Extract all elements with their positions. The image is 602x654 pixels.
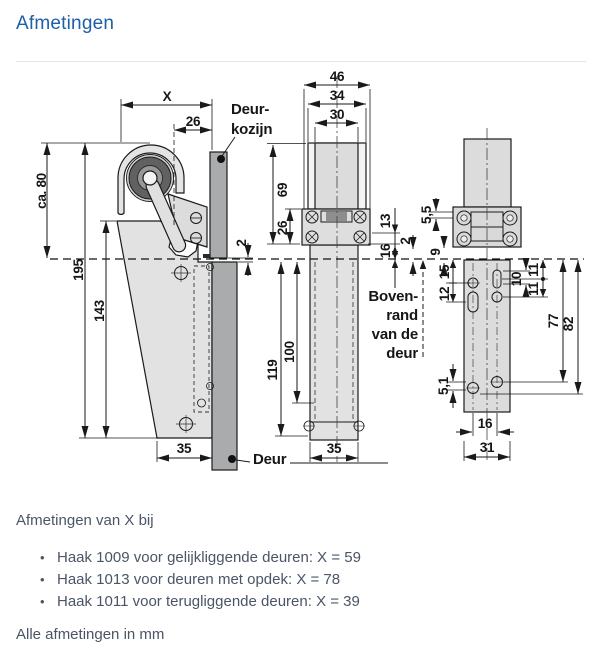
bullet-icon: • — [40, 550, 45, 565]
dim-34: 34 — [330, 88, 345, 103]
hook-guide — [117, 144, 185, 215]
dim-35-middle: 35 — [327, 441, 342, 456]
dim-30: 30 — [330, 107, 344, 122]
dims-middle-view: 46 34 30 69 26 13 16 2 100 119 — [265, 69, 417, 462]
page-title: Afmetingen — [16, 13, 115, 34]
dim-11a: 11 — [526, 262, 541, 276]
dim-2-middle: 2 — [398, 237, 413, 244]
dim-82: 82 — [561, 317, 576, 331]
dim-77: 77 — [546, 314, 561, 328]
bullet-icon: • — [40, 594, 45, 609]
leader-dot — [228, 455, 236, 463]
hinge-screws — [456, 210, 518, 247]
edge-screw — [206, 263, 214, 271]
channel-inner — [314, 142, 359, 210]
notes-footer: Alle afmetingen in mm — [16, 626, 165, 643]
mounting-plate — [116, 220, 213, 439]
dim-ca80: ca. 80 — [34, 173, 49, 209]
door-bar — [211, 261, 238, 471]
dim-15: 15 — [437, 264, 452, 279]
label-deurkozijn-1: Deur- — [231, 101, 269, 118]
dim-143: 143 — [92, 299, 107, 321]
dims-left-view: X 26 ca. 80 195 143 35 2 — [34, 89, 253, 462]
hidden-channel-outline — [193, 265, 210, 413]
notes-bullets: • Haak 1009 voor gelijkliggende deuren: … — [40, 549, 361, 615]
dims-right-view: 5,5 9 15 12 10 11 11 77 82 5,1 — [419, 198, 583, 461]
dim-26-middle: 26 — [275, 220, 290, 235]
label-deurkozijn-2: kozijn — [231, 121, 272, 138]
bracket-screws — [190, 212, 202, 244]
roller-hub — [142, 170, 158, 186]
note-bullet: • Haak 1013 voor deuren met opdek: X = 7… — [40, 571, 361, 593]
channel-bottom-screws — [303, 420, 365, 432]
dim-195: 195 — [71, 258, 86, 280]
strip-hole — [491, 291, 503, 303]
hinge-barrel-lower — [470, 226, 504, 242]
dim-5-1: 5,1 — [436, 376, 451, 395]
plate-hole-top — [171, 264, 191, 282]
door-frame-bar — [209, 151, 228, 259]
strip-hole — [466, 382, 480, 394]
dim-x: X — [163, 89, 172, 104]
dim-9: 9 — [428, 248, 443, 255]
svg-text:rand: rand — [386, 307, 418, 324]
dim-16-middle: 16 — [378, 243, 393, 258]
svg-text:deur: deur — [386, 345, 418, 362]
label-deur: Deur — [253, 451, 287, 468]
note-bullet: • Haak 1009 voor gelijkliggende deuren: … — [40, 549, 361, 571]
dim-119: 119 — [265, 360, 280, 381]
dim-5-5: 5,5 — [419, 205, 434, 224]
dim-26-left: 26 — [186, 114, 201, 129]
right-view — [452, 128, 522, 462]
dim-35-left: 35 — [177, 441, 192, 456]
dim-2-left: 2 — [234, 239, 249, 246]
slot — [467, 291, 479, 313]
door-channel — [309, 244, 359, 441]
frame-foot — [203, 254, 210, 258]
svg-text:van de: van de — [372, 326, 418, 343]
strip-hole — [490, 376, 504, 388]
note-bullet-text: Haak 1009 voor gelijkliggende deuren: X … — [57, 549, 361, 566]
note-bullet-text: Haak 1013 voor deuren met opdek: X = 78 — [57, 571, 341, 588]
hinge-screws — [305, 210, 367, 244]
note-bullet: • Haak 1011 voor terugliggende deuren: X… — [40, 593, 361, 615]
leader-dot — [217, 155, 225, 163]
dim-13: 13 — [378, 213, 393, 228]
dim-11b: 11 — [526, 281, 541, 295]
svg-text:Boven-: Boven- — [368, 288, 418, 305]
middle-view — [301, 76, 371, 462]
dim-16-right: 16 — [478, 416, 493, 431]
hinge-barrel-core — [326, 212, 347, 221]
dim-69: 69 — [275, 183, 290, 197]
slot — [492, 269, 502, 289]
edge-screw — [206, 382, 214, 390]
dim-12: 12 — [437, 287, 452, 301]
divider — [16, 61, 586, 62]
left-view — [116, 144, 238, 471]
plate-hole-bottom — [176, 415, 196, 433]
bullet-icon: • — [40, 572, 45, 587]
dim-31: 31 — [480, 440, 495, 455]
dim-46: 46 — [330, 69, 345, 84]
hinge-barrel — [320, 210, 353, 223]
part-labels-left: Deur- kozijn Deur — [217, 101, 388, 468]
notes-intro: Afmetingen van X bij — [16, 512, 154, 529]
channel-top — [463, 138, 512, 208]
label-bovenrand: Boven- rand van de deur — [368, 260, 427, 362]
note-bullet-text: Haak 1011 voor terugliggende deuren: X =… — [57, 593, 360, 610]
dim-100: 100 — [282, 341, 297, 363]
hidden-hole — [197, 398, 206, 408]
